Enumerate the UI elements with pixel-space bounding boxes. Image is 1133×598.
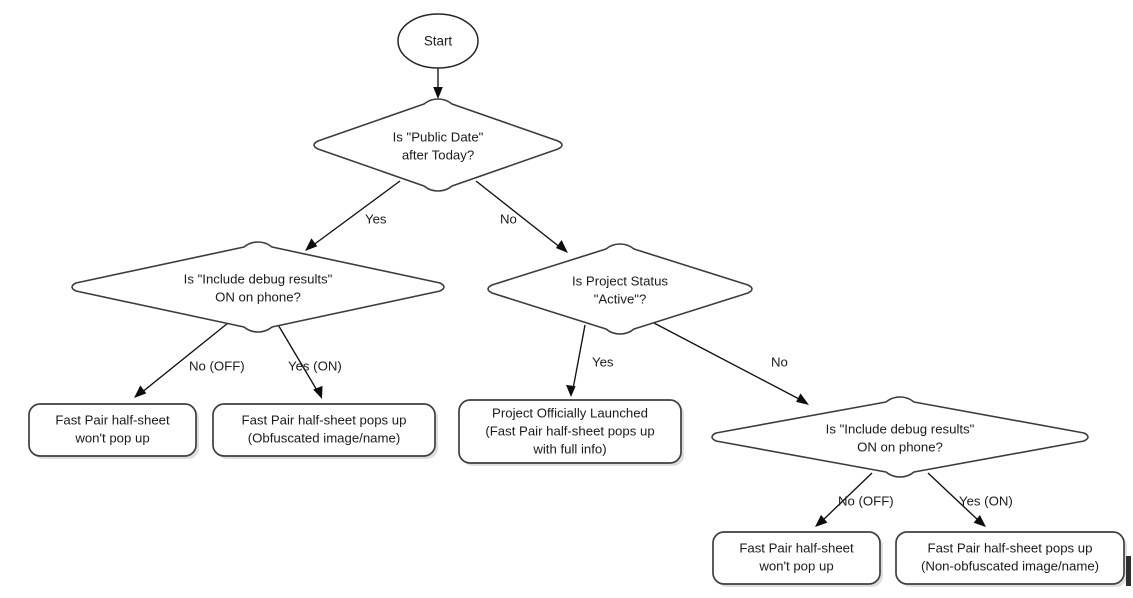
start-ellipse-shape [397, 13, 479, 69]
node-label-line2: ON on phone? [857, 439, 943, 454]
edge-label-yes: Yes [365, 211, 387, 226]
edge-label-no-off: No (OFF) [189, 358, 245, 373]
node-label-line1: Is "Include debug results" [184, 271, 333, 286]
arrowhead-icon [973, 515, 986, 527]
edge-line [927, 472, 980, 522]
arrowhead-icon [815, 514, 828, 527]
node-label-line2: ON on phone? [215, 289, 301, 304]
edge-layer: Yes No No (OFF) Yes (ON) [134, 68, 1013, 527]
edge-public-date-no: No [475, 180, 568, 253]
edge-label-no: No [771, 354, 788, 369]
arrowhead-icon [796, 393, 809, 405]
arrowhead-icon [555, 240, 568, 253]
node-terminal-left-off[interactable]: Fast Pair half-sheet won't pop up [28, 403, 199, 459]
rounded-rect-shape [28, 403, 197, 457]
rounded-rect-shape [895, 531, 1125, 585]
edge-project-status-yes: Yes [566, 324, 614, 397]
node-label-line1: Is "Public Date" [393, 129, 484, 144]
edge-label-no: No [500, 211, 517, 226]
edge-debug-left-yes-on: Yes (ON) [276, 322, 342, 399]
edge-line [572, 324, 586, 390]
edge-public-date-yes: Yes [305, 180, 401, 251]
edge-line [653, 322, 802, 401]
rounded-rect-shape [458, 399, 682, 464]
edge-project-status-no: No [653, 322, 809, 405]
edge-line [821, 472, 873, 522]
node-label-line3: with full info) [532, 441, 606, 456]
arrowhead-icon [566, 384, 576, 397]
node-label: Start [424, 34, 453, 49]
edge-debug-right-no-off: No (OFF) [815, 472, 894, 527]
node-start[interactable]: Start [397, 13, 479, 69]
node-label-line2: (Fast Pair half-sheet pops up [485, 423, 654, 438]
edge-line [140, 322, 229, 394]
node-terminal-right-on[interactable]: Fast Pair half-sheet pops up (Non-obfusc… [895, 531, 1127, 587]
node-label-line2: (Non-obfuscated image/name) [921, 558, 1099, 573]
diamond-shape [711, 396, 1089, 478]
node-label-line1: Fast Pair half-sheet [55, 412, 170, 427]
edge-start-to-public-date [433, 68, 443, 99]
node-label-line2: (Obfuscated image/name) [248, 430, 400, 445]
arrowhead-icon [305, 238, 318, 251]
node-label-line2: after Today? [402, 147, 474, 162]
arrowhead-icon [134, 385, 147, 398]
edge-label-yes: Yes [592, 354, 614, 369]
node-label-line1: Is Project Status [572, 273, 668, 288]
diamond-shape [487, 243, 753, 335]
node-label-line2: won't pop up [758, 558, 833, 573]
node-label-line1: Fast Pair half-sheet pops up [242, 412, 407, 427]
edge-debug-right-yes-on: Yes (ON) [927, 472, 1013, 527]
diamond-shape [71, 241, 445, 333]
edge-line [311, 180, 401, 247]
node-label-line2: "Active"? [594, 291, 647, 306]
node-label-line1: Is "Include debug results" [826, 421, 975, 436]
node-label-line1: Project Officially Launched [492, 405, 648, 420]
edge-line [475, 180, 562, 249]
edge-label-yes-on: Yes (ON) [288, 358, 342, 373]
node-decision-debug-results-left[interactable]: Is "Include debug results" ON on phone? [71, 241, 445, 333]
diamond-shape [313, 98, 563, 192]
node-terminal-project-launched[interactable]: Project Officially Launched (Fast Pair h… [458, 399, 684, 466]
edge-label-yes-on: Yes (ON) [959, 493, 1013, 508]
node-label-line1: Fast Pair half-sheet pops up [928, 540, 1093, 555]
node-label-line1: Fast Pair half-sheet [739, 540, 854, 555]
arrowhead-icon [313, 385, 323, 399]
page-edge-artifact [1126, 556, 1131, 586]
node-decision-public-date[interactable]: Is "Public Date" after Today? [313, 98, 563, 192]
edge-line [276, 322, 319, 393]
edge-label-no-off: No (OFF) [838, 493, 894, 508]
node-decision-project-status[interactable]: Is Project Status "Active"? [487, 243, 753, 335]
node-terminal-right-off[interactable]: Fast Pair half-sheet won't pop up [712, 531, 883, 587]
rounded-rect-shape [712, 531, 881, 585]
node-decision-debug-results-right[interactable]: Is "Include debug results" ON on phone? [711, 396, 1089, 478]
node-layer: Start Is "Public Date" after Today? Is "… [28, 13, 1127, 587]
node-terminal-left-on[interactable]: Fast Pair half-sheet pops up (Obfuscated… [212, 403, 438, 459]
edge-debug-left-no-off: No (OFF) [134, 322, 245, 398]
rounded-rect-shape [212, 403, 436, 457]
arrowhead-icon [433, 87, 443, 99]
node-label-line2: won't pop up [74, 430, 149, 445]
